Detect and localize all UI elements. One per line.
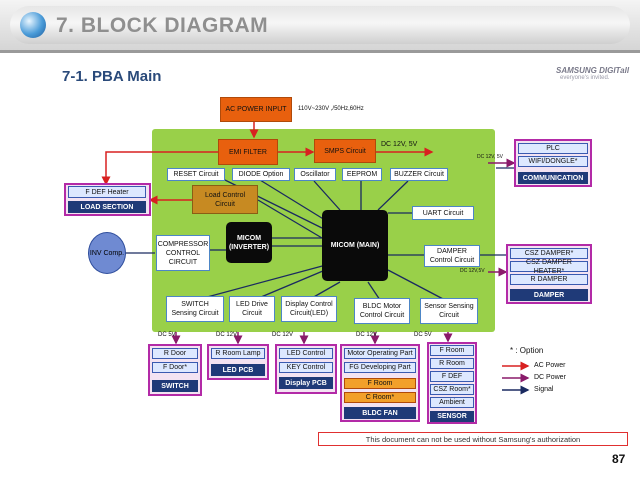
authorization-notice: This document can not be used without Sa…: [318, 432, 628, 446]
fg-developing-part-box: FG Developing Part: [344, 362, 416, 373]
buzzer-circuit-box: BUZZER Circuit: [390, 168, 448, 181]
sensor-f-def-box: F DEF: [430, 371, 474, 382]
inv-comp-node: INV Comp.: [88, 232, 126, 274]
damper-label: DAMPER: [510, 289, 588, 301]
section-title: 7-1. PBA Main: [62, 68, 162, 85]
smps-circuit-box: SMPS Circuit: [314, 139, 376, 163]
csz-damper-heater-box: CSZ DAMPER HEATER*: [510, 259, 588, 275]
legend-ac-power: AC Power: [534, 362, 566, 369]
f-door-box: F Door*: [152, 362, 198, 373]
micom-main-chip: MICOM (MAIN): [322, 210, 388, 281]
legend-signal: Signal: [534, 386, 554, 393]
diode-option-box: DIODE Option: [232, 168, 290, 181]
communication-label: COMMUNICATION: [518, 172, 588, 184]
r-room-lamp-box: R Room Lamp: [211, 348, 265, 359]
sensor-r-room-box: R Room: [430, 358, 474, 369]
sensor-dc-label: DC 5V: [414, 332, 432, 338]
key-control-box: KEY Control: [279, 362, 333, 373]
led-pcb-label: LED PCB: [211, 364, 265, 376]
bldc-fan-label: BLDC FAN: [344, 407, 416, 419]
reset-circuit-box: RESET Circuit: [167, 168, 225, 181]
globe-icon: [20, 12, 46, 38]
r-door-box: R Door: [152, 348, 198, 359]
wifi-dongle-box: WIFI/DONGLE*: [518, 156, 588, 167]
legend-dc-power: DC Power: [534, 374, 566, 381]
header-divider: [0, 50, 640, 53]
ac-spec-label: 110V~230V ,/50Hz,60Hz: [298, 106, 364, 112]
sensor-ambient-box: Ambient: [430, 397, 474, 408]
dc-output-label: DC 12V, 5V: [381, 141, 418, 148]
plc-box: PLC: [518, 143, 588, 154]
emi-filter-box: EMI FILTER: [218, 139, 278, 165]
led-drive-circuit-box: LED Drive Circuit: [229, 296, 275, 322]
led-dc-label: DC 12V: [216, 332, 238, 338]
legend-option: * : Option: [510, 346, 544, 355]
communication-dc-label: DC 12V, 5V: [477, 154, 503, 160]
bldc-motor-control-circuit-box: BLDC Motor Control Circuit: [354, 298, 410, 324]
ac-power-input-box: AC POWER INPUT: [220, 97, 292, 122]
header-pill: [10, 6, 630, 44]
r-damper-box: R DAMPER: [510, 274, 588, 285]
load-section-label: LOAD SECTION: [68, 201, 146, 213]
eeprom-box: EEPROM: [342, 168, 382, 181]
sensor-csz-room-box: CSZ Room*: [430, 384, 474, 395]
bldc-dc-label: DC 12V: [356, 332, 378, 338]
sensor-f-room-box: F Room: [430, 345, 474, 356]
switch-sensing-circuit-box: SWITCH Sensing Circuit: [166, 296, 224, 322]
switch-dc-label: DC 5V: [158, 332, 176, 338]
csz-damper-box: CSZ DAMPER*: [510, 248, 588, 259]
f-def-heater-box: F DEF Heater: [68, 186, 146, 198]
f-room-fan-box: F Room: [344, 378, 416, 389]
uart-circuit-box: UART Circuit: [412, 206, 474, 220]
display-dc-label: DC 12V: [272, 332, 294, 338]
damper-control-circuit-box: DAMPER Control Circuit: [424, 245, 480, 267]
samsung-tagline: everyone's invited.: [560, 75, 610, 81]
display-pcb-label: Display PCB: [279, 377, 333, 389]
oscillator-box: Oscillator: [294, 168, 336, 181]
led-control-box: LED Control: [279, 348, 333, 359]
micom-inverter-chip: MICOM (INVERTER): [226, 222, 272, 263]
c-room-fan-box: C Room*: [344, 392, 416, 403]
compressor-control-circuit-box: COMPRESSOR CONTROL CIRCUIT: [156, 235, 210, 271]
page-number: 87: [612, 452, 626, 466]
sensor-sensing-circuit-box: Sensor Sensing Circuit: [420, 298, 478, 324]
damper-dc-label: DC 12V,5V: [460, 268, 485, 274]
samsung-logo: SAMSUNG DIGITall: [556, 66, 630, 75]
page-title: 7. BLOCK DIAGRAM: [56, 14, 269, 37]
switch-label: SWITCH: [152, 380, 198, 392]
load-control-circuit-box: Load Control Circuit: [192, 185, 258, 214]
sensor-label: SENSOR: [430, 411, 474, 422]
header-bar: 7. BLOCK DIAGRAM: [0, 0, 640, 53]
motor-operating-part-box: Motor Operating Part: [344, 348, 416, 359]
display-control-circuit-box: Display Control Circuit(LED): [281, 296, 337, 322]
